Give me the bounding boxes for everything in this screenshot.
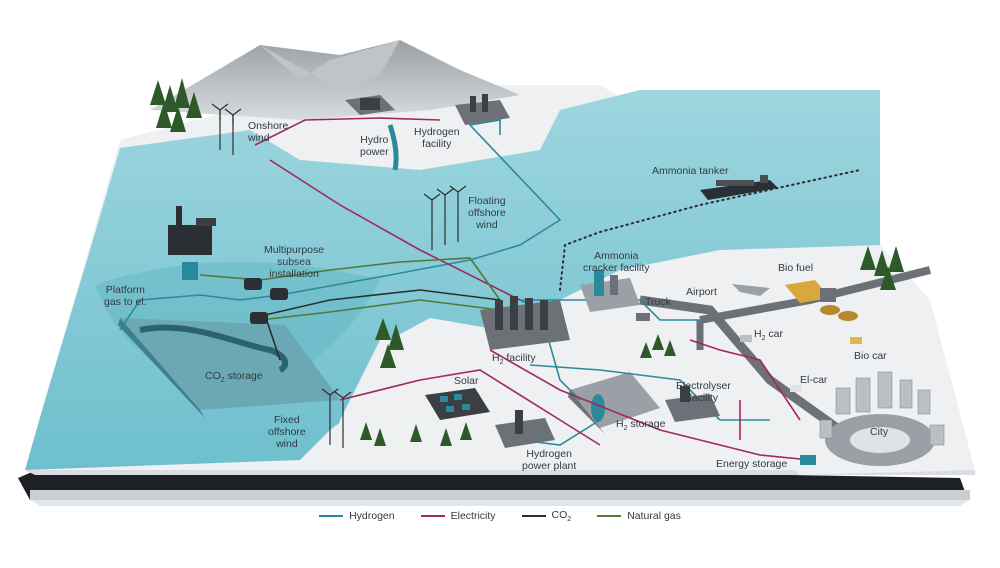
vehicles (636, 284, 862, 465)
label-airport: Airport (686, 286, 717, 298)
ammonia-route (559, 169, 861, 291)
legend-swatch-natural-gas (597, 515, 622, 517)
label-bio-fuel: Bio fuel (778, 262, 814, 274)
legend-label-co2: CO2 (551, 508, 572, 524)
electrolyser-building (665, 386, 720, 422)
legend-item-hydrogen: Hydrogen (319, 510, 395, 522)
h2-facility-plant (480, 296, 570, 350)
bio-fuel-facility (785, 280, 858, 321)
legend-swatch-electricity (420, 515, 445, 517)
city-buildings (819, 371, 945, 446)
label-ammonia-tanker: Ammonia tanker (652, 165, 729, 177)
electricity-lines (254, 117, 811, 461)
fixed-offshore-wind-turbines (321, 388, 352, 448)
legend-item-co2: CO2 (521, 508, 572, 524)
label-energy-storage: Energy storage (716, 458, 788, 470)
hydro-power-plant (345, 95, 399, 171)
co2-storage-pit (118, 318, 340, 418)
label-el-car: El-car (800, 374, 828, 386)
legend-swatch-hydrogen (319, 515, 344, 517)
label-city: City (870, 426, 889, 438)
label-solar: Solar (454, 375, 479, 387)
forest-clusters (150, 78, 904, 446)
legend-item-electricity: Electricity (420, 510, 496, 522)
oil-platform (168, 206, 216, 280)
label-h2-storage: H2 storage (616, 418, 666, 433)
legend-swatch-co2 (521, 515, 546, 517)
hydrogen-facility-plant (455, 94, 510, 125)
mountains (150, 40, 520, 120)
solar-panels (425, 388, 490, 420)
legend-label-electricity: Electricity (450, 510, 496, 522)
ammonia-cracker-plant (580, 270, 640, 312)
legend: Hydrogen Electricity CO2 Natural gas (0, 506, 1000, 526)
legend-label-natural-gas: Natural gas (627, 510, 681, 522)
subsea-installation (244, 278, 288, 324)
label-bio-car: Bio car (854, 350, 887, 362)
ammonia-tanker-ship (700, 175, 778, 200)
label-co2-storage: CO2 storage (205, 370, 263, 385)
label-h2-car: H2 car (754, 328, 784, 343)
floating-offshore-wind-turbines (423, 185, 467, 250)
legend-item-natural-gas: Natural gas (597, 510, 681, 522)
h2-storage-pit (568, 372, 660, 434)
onshore-wind-turbines (211, 103, 242, 155)
hydrogen-power-plant-building (495, 410, 555, 448)
legend-label-hydrogen: Hydrogen (349, 510, 395, 522)
label-h2-facility: H2 facility (492, 352, 536, 367)
label-truck: Truck (645, 296, 671, 308)
